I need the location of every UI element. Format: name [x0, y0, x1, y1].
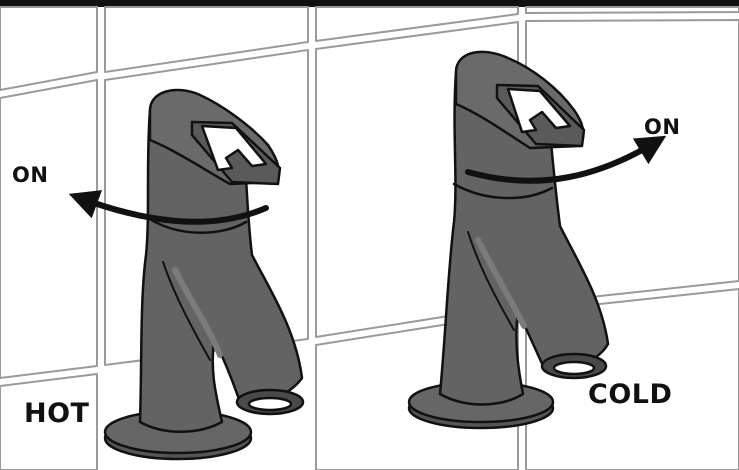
cold-tap-label: COLD	[588, 379, 672, 410]
cold-tap-outlet-opening	[554, 362, 594, 374]
wall-tile	[0, 7, 97, 90]
cold-tap-on-label: ON	[644, 115, 680, 139]
hot-tap-on-label: ON	[12, 163, 48, 187]
hot-tap-label: HOT	[24, 398, 89, 429]
hot-tap-outlet-opening	[249, 398, 291, 410]
top-border-bar	[0, 0, 739, 7]
wall-tile	[526, 7, 739, 13]
wall-tile	[0, 80, 97, 378]
